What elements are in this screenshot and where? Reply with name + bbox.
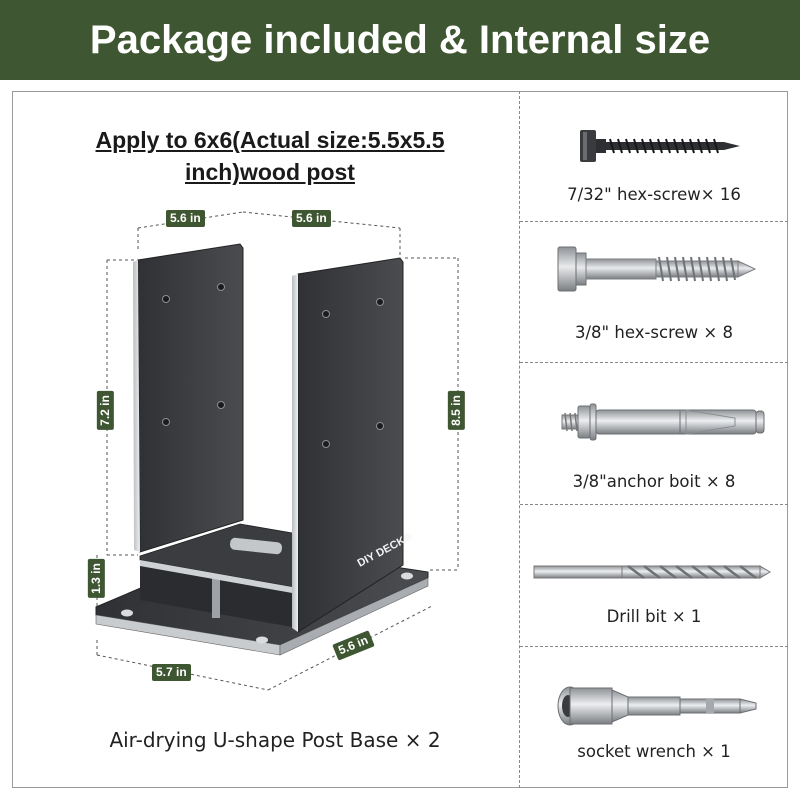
row-divider (520, 221, 788, 222)
large-hex-screw-icon (557, 246, 757, 292)
apply-line-1: Apply to 6x6(Actual size:5.5x5.5 (95, 127, 445, 153)
dimension-tag-bottom-left: 5.7 in (152, 664, 191, 681)
part-label-large-hex-screw: 3/8" hex-screw × 8 (575, 323, 733, 342)
post-base-illustration: DIY DECK® (95, 211, 459, 691)
dimension-tag-base-height: 1.3 in (87, 559, 105, 598)
header-banner: Package included & Internal size (0, 0, 800, 80)
part-label-small-hex-screw: 7/32" hex-screw× 16 (567, 185, 741, 204)
part-label-anchor-bolt: 3/8"anchor boit × 8 (572, 472, 736, 491)
row-divider (520, 362, 788, 363)
dimension-tag-right-height: 8.5 in (447, 391, 465, 430)
part-label-drill-bit: Drill bit × 1 (606, 607, 702, 626)
dimension-tag-top-right: 5.6 in (292, 210, 331, 227)
small-hex-screw-icon (580, 130, 740, 162)
product-label: Air-drying U-shape Post Base × 2 (109, 728, 441, 752)
dimension-tag-top-left: 5.6 in (166, 210, 205, 227)
dimension-tag-left-height: 7.2 in (96, 391, 114, 430)
page-title: Package included & Internal size (89, 17, 711, 62)
drill-bit-icon (533, 564, 771, 580)
apply-description: Apply to 6x6(Actual size:5.5x5.5 inch)wo… (40, 124, 500, 188)
row-divider (520, 646, 788, 647)
row-divider (520, 504, 788, 505)
column-divider (519, 91, 520, 788)
socket-wrench-icon (557, 686, 757, 726)
content-frame (12, 91, 788, 788)
part-label-socket-wrench: socket wrench × 1 (577, 742, 731, 761)
apply-line-2: inch)wood post (185, 159, 355, 185)
anchor-bolt-icon (561, 403, 765, 441)
